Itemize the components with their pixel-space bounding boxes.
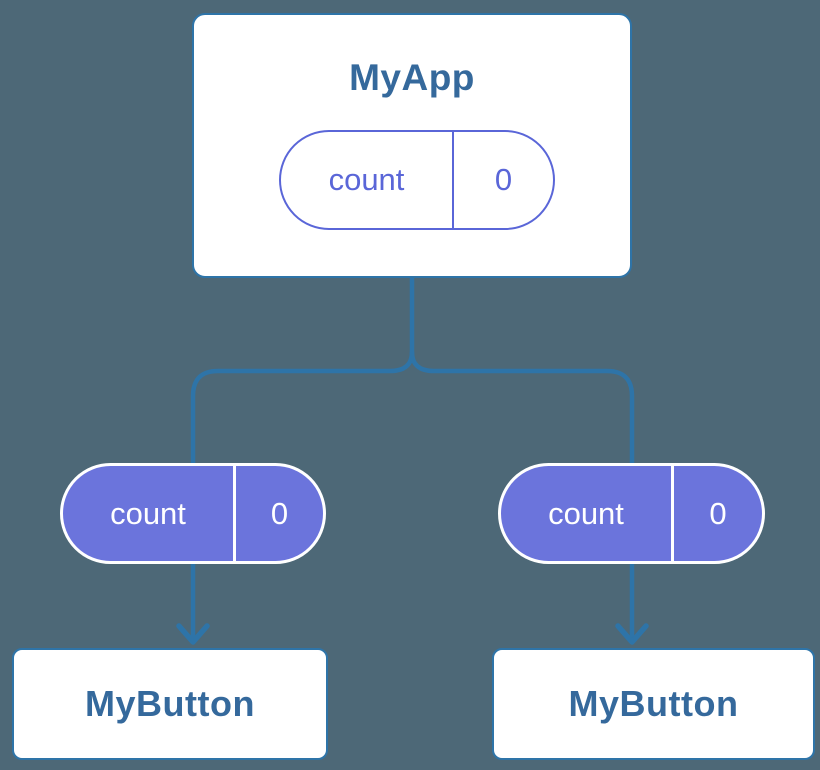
prop-pill-left-value: 0 xyxy=(270,495,289,531)
child-node-mybutton-right: MyButton xyxy=(492,648,815,760)
prop-pill-left-key: count xyxy=(63,466,236,561)
child-node-left-title: MyButton xyxy=(85,683,255,724)
root-state-pill: count 0 xyxy=(279,130,555,230)
edge-right-line xyxy=(409,351,635,640)
child-node-right-title: MyButton xyxy=(568,683,739,724)
child-node-mybutton-left: MyButton xyxy=(12,648,328,760)
prop-pill-left: count 0 xyxy=(60,463,326,564)
root-state-value: 0 xyxy=(494,162,513,197)
edge-left-line xyxy=(190,351,415,640)
prop-pill-right-key: count xyxy=(501,466,674,561)
root-state-key: count xyxy=(281,132,454,228)
prop-pill-right-value: 0 xyxy=(709,495,727,531)
arrowhead-left-icon xyxy=(176,623,210,645)
root-node-title: MyApp xyxy=(349,57,475,98)
prop-pill-right: count 0 xyxy=(498,463,765,564)
arrowhead-right-icon xyxy=(615,623,649,645)
